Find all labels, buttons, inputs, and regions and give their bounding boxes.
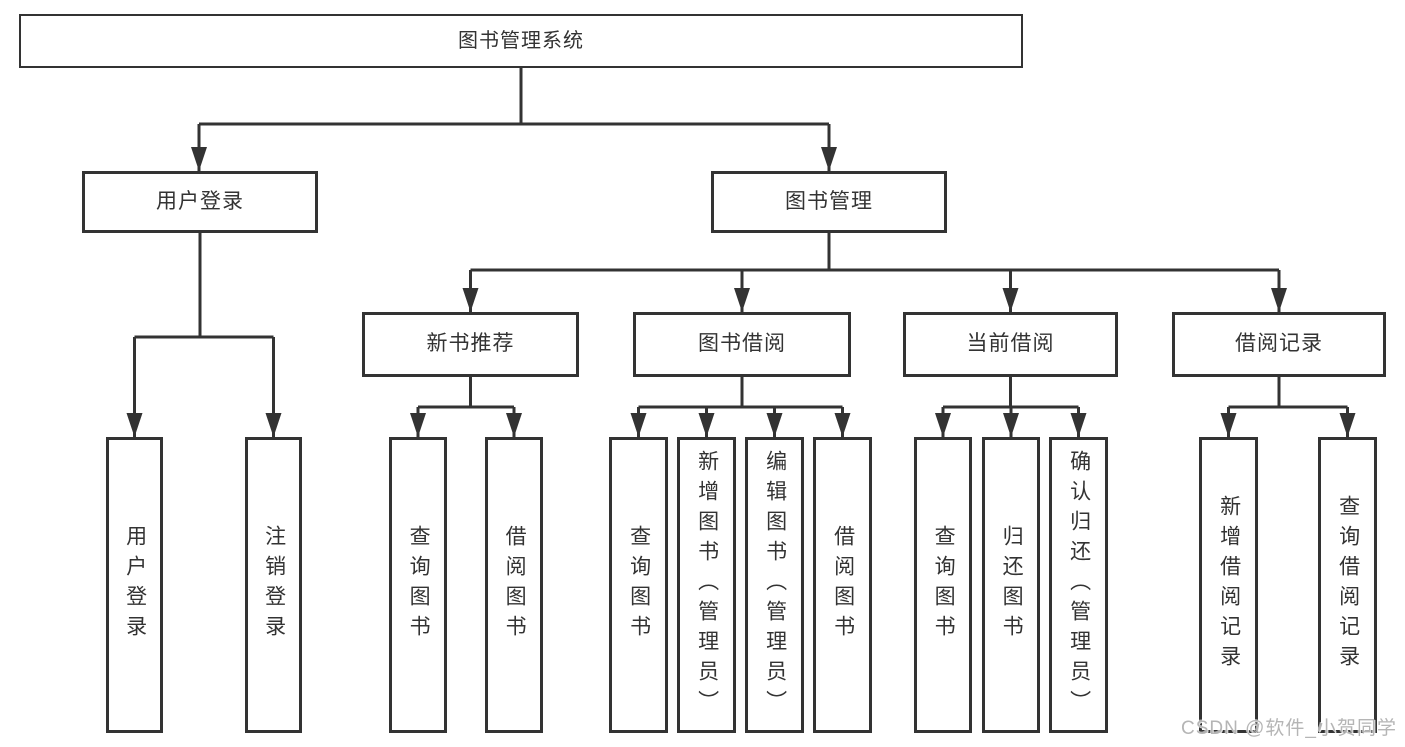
node-leaf-logout: 注销登录 <box>245 437 302 733</box>
node-leaf-add-borrow-record: 新增借阅记录 <box>1199 437 1258 733</box>
node-leaf-query-books-2: 查询图书 <box>609 437 668 733</box>
node-borrow-records: 借阅记录 <box>1172 312 1386 377</box>
connector-root-to-level2 <box>191 68 837 171</box>
connector-book-borrow-children <box>630 377 851 437</box>
node-leaf-borrow-books-2: 借阅图书 <box>813 437 872 733</box>
connector-new-books-children <box>410 377 522 437</box>
node-leaf-borrow-books-1: 借阅图书 <box>485 437 543 733</box>
node-leaf-query-borrow-record: 查询借阅记录 <box>1318 437 1377 733</box>
csdn-watermark: CSDN @软件_小贺同学 <box>1181 718 1397 739</box>
node-book-borrow: 图书借阅 <box>633 312 851 377</box>
node-book-management: 图书管理 <box>711 171 947 233</box>
connector-user-login-children <box>126 233 282 437</box>
connector-borrow-records-children <box>1220 377 1356 437</box>
node-current-borrow: 当前借阅 <box>903 312 1118 377</box>
connector-current-borrow-children <box>935 377 1087 437</box>
node-leaf-return-books: 归还图书 <box>982 437 1040 733</box>
node-leaf-query-books-1: 查询图书 <box>389 437 447 733</box>
node-leaf-add-books-admin: 新增图书（管理员） <box>677 437 736 733</box>
node-leaf-user-login: 用户登录 <box>106 437 163 733</box>
node-leaf-query-books-3: 查询图书 <box>914 437 972 733</box>
node-leaf-confirm-return-admin: 确认归还（管理员） <box>1049 437 1108 733</box>
connector-book-mgmt-children <box>462 233 1287 312</box>
node-new-book-recommend: 新书推荐 <box>362 312 579 377</box>
node-user-login: 用户登录 <box>82 171 318 233</box>
node-library-management-system: 图书管理系统 <box>19 14 1023 68</box>
node-leaf-edit-books-admin: 编辑图书（管理员） <box>745 437 804 733</box>
